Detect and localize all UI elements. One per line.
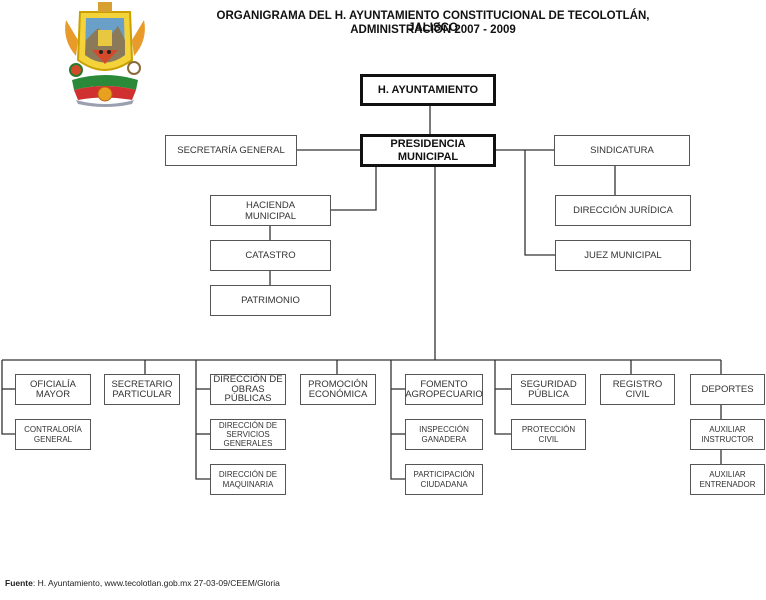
node-deportes: DEPORTES xyxy=(690,374,765,405)
node-proteccion-civil: PROTECCIÓN CIVIL xyxy=(511,419,586,450)
node-juez-municipal: JUEZ MUNICIPAL xyxy=(555,240,691,271)
source-footer: Fuente: H. Ayuntamiento, www.tecolotlan.… xyxy=(5,578,280,588)
chart-subtitle: ADMINISTRACIÓN 2007 - 2009 xyxy=(350,24,516,36)
node-direccion-juridica: DIRECCIÓN JURÍDICA xyxy=(555,195,691,226)
footer-text: : H. Ayuntamiento, www.tecolotlan.gob.mx… xyxy=(32,578,280,588)
node-secretaria-general: SECRETARÍA GENERAL xyxy=(165,135,297,166)
connector xyxy=(494,360,511,435)
node-oficialia-mayor: OFICIALÍA MAYOR xyxy=(15,374,91,405)
connector xyxy=(1,360,15,435)
node-auxiliar-entrenador: AUXILIAR ENTRENADOR xyxy=(690,464,765,495)
node-seguridad-publica: SEGURIDAD PÚBLICA xyxy=(511,374,586,405)
connector xyxy=(195,360,210,480)
node-contraloria-general: CONTRALORÍA GENERAL xyxy=(15,419,91,450)
node-patrimonio: PATRIMONIO xyxy=(210,285,331,316)
connector xyxy=(390,360,405,480)
node-presidencia-municipal: PRESIDENCIA MUNICIPAL xyxy=(360,134,496,167)
node-direccion-obras-publicas: DIRECCIÓN DE OBRAS PÚBLICAS xyxy=(210,374,286,405)
node-secretario-particular: SECRETARIO PARTICULAR xyxy=(104,374,180,405)
node-direccion-servicios-generales: DIRECCIÓN DE SERVICIOS GENERALES xyxy=(210,419,286,450)
node-catastro: CATASTRO xyxy=(210,240,331,271)
node-hacienda-municipal: HACIENDA MUNICIPAL xyxy=(210,195,331,226)
node-participacion-ciudadana: PARTICIPACIÓN CIUDADANA xyxy=(405,464,483,495)
node-h-ayuntamiento: H. AYUNTAMIENTO xyxy=(360,74,496,106)
connector xyxy=(330,166,377,211)
node-inspeccion-ganadera: INSPECCIÓN GANADERA xyxy=(405,419,483,450)
node-auxiliar-instructor: AUXILIAR INSTRUCTOR xyxy=(690,419,765,450)
coat-of-arms-logo xyxy=(65,2,145,107)
node-sindicatura: SINDICATURA xyxy=(554,135,690,166)
node-promocion-economica: PROMOCIÓN ECONÓMICA xyxy=(300,374,376,405)
connector xyxy=(524,150,555,256)
footer-label: Fuente xyxy=(5,578,33,588)
node-direccion-maquinaria: DIRECCIÓN DE MAQUINARIA xyxy=(210,464,286,495)
node-registro-civil: REGISTRO CIVIL xyxy=(600,374,675,405)
node-fomento-agropecuario: FOMENTO AGROPECUARIO xyxy=(405,374,483,405)
chart-title: ORGANIGRAMA DEL H. AYUNTAMIENTO CONSTITU… xyxy=(216,10,650,34)
